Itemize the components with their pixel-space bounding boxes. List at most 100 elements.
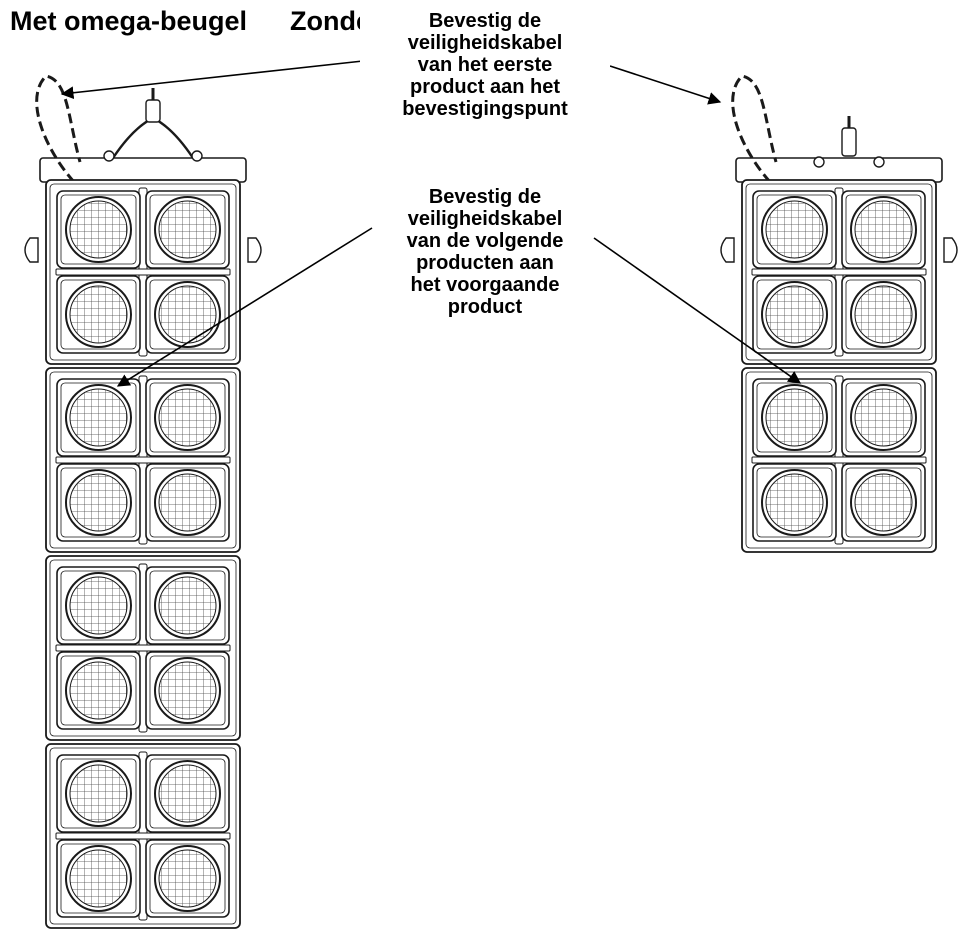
lens-icon — [69, 200, 128, 259]
fixture-inner-frame — [49, 559, 237, 737]
lens-icon — [158, 388, 217, 447]
lens-cell — [56, 190, 141, 269]
lens-inner-frame — [60, 570, 137, 641]
lens-icon — [158, 849, 217, 908]
lens-inner-frame — [60, 279, 137, 350]
fixture-unit — [45, 743, 241, 929]
lens-inner-frame — [756, 467, 833, 538]
lens-inner-frame — [845, 382, 922, 453]
bracket-knob-left — [103, 150, 115, 162]
lens-cell — [56, 463, 141, 542]
fixture-divider-horizontal — [55, 456, 231, 464]
lens-icon — [158, 285, 217, 344]
lens-cell — [752, 190, 837, 269]
fixture-divider-horizontal — [751, 456, 927, 464]
lens-cell — [56, 275, 141, 354]
lens-icon — [854, 388, 913, 447]
lens-inner-frame — [149, 194, 226, 265]
lens-inner-frame — [60, 843, 137, 914]
lens-inner-frame — [149, 382, 226, 453]
lens-cell — [145, 190, 230, 269]
lens-icon — [69, 764, 128, 823]
side-clamp-left — [24, 237, 39, 263]
lens-inner-frame — [845, 194, 922, 265]
fixture-inner-frame — [49, 371, 237, 549]
lens-cell — [145, 275, 230, 354]
fixture-unit — [45, 179, 241, 365]
lens-icon — [69, 388, 128, 447]
lens-cell — [145, 651, 230, 730]
fixture-inner-frame — [49, 183, 237, 361]
lens-inner-frame — [60, 655, 137, 726]
fixture-inner-frame — [745, 371, 933, 549]
clamp-bolt — [841, 127, 857, 157]
lens-icon — [69, 576, 128, 635]
lens-inner-frame — [149, 279, 226, 350]
lens-cell — [56, 378, 141, 457]
bracket-knob-right — [191, 150, 203, 162]
lens-cell — [841, 378, 926, 457]
fixture-inner-frame — [745, 183, 933, 361]
lens-inner-frame — [845, 279, 922, 350]
fixture-unit — [741, 179, 937, 365]
fixture-divider-horizontal — [55, 268, 231, 276]
lens-cell — [56, 839, 141, 918]
bracket-knob-left — [813, 156, 825, 168]
lens-icon — [158, 200, 217, 259]
lens-icon — [765, 473, 824, 532]
lens-icon — [158, 473, 217, 532]
lens-icon — [854, 200, 913, 259]
lens-cell — [752, 275, 837, 354]
safety-cable-icon — [731, 74, 778, 183]
lens-icon — [69, 285, 128, 344]
lens-inner-frame — [756, 279, 833, 350]
bracket-knob-right — [873, 156, 885, 168]
lens-icon — [69, 473, 128, 532]
stack-without-omega-bracket — [720, 74, 958, 553]
arrow-to-left-cable — [60, 59, 373, 100]
lens-cell — [752, 378, 837, 457]
side-clamp-right — [943, 237, 958, 263]
lens-inner-frame — [149, 570, 226, 641]
arrow-to-right-cable — [609, 65, 722, 105]
lens-icon — [765, 200, 824, 259]
lens-icon — [765, 285, 824, 344]
lens-cell — [841, 463, 926, 542]
lens-icon — [69, 849, 128, 908]
lens-icon — [158, 576, 217, 635]
lens-icon — [854, 285, 913, 344]
side-clamp-right — [247, 237, 262, 263]
lens-inner-frame — [149, 467, 226, 538]
lens-cell — [145, 566, 230, 645]
lens-inner-frame — [149, 843, 226, 914]
lens-inner-frame — [756, 194, 833, 265]
clamp-bolt — [145, 99, 161, 123]
lens-icon — [854, 473, 913, 532]
omega-bracket-icon — [112, 116, 194, 159]
fixture-divider-horizontal — [55, 832, 231, 840]
heading-with-omega-bracket: Met omega-beugel — [10, 6, 248, 36]
lens-inner-frame — [60, 467, 137, 538]
arrow-to-right-lower-unit — [593, 237, 802, 384]
lens-cell — [145, 839, 230, 918]
top-bracket — [720, 74, 958, 263]
safety-cable-icon — [35, 74, 82, 183]
lens-cell — [145, 754, 230, 833]
lens-cell — [145, 378, 230, 457]
callout-next-products: Bevestig de veiligheidskabel van de volg… — [406, 186, 564, 318]
top-bracket — [24, 74, 262, 263]
callout-first-product: Bevestig de veiligheidskabel van het eer… — [360, 10, 610, 120]
lens-cell — [145, 463, 230, 542]
lens-icon — [765, 388, 824, 447]
lens-inner-frame — [60, 194, 137, 265]
lens-cell — [752, 463, 837, 542]
lens-cell — [841, 190, 926, 269]
fixture-divider-horizontal — [751, 268, 927, 276]
lens-inner-frame — [149, 655, 226, 726]
lens-inner-frame — [60, 382, 137, 453]
arrow-to-left-lower-unit — [116, 227, 373, 387]
fixture-inner-frame — [49, 747, 237, 925]
lens-inner-frame — [60, 758, 137, 829]
lens-cell — [56, 651, 141, 730]
